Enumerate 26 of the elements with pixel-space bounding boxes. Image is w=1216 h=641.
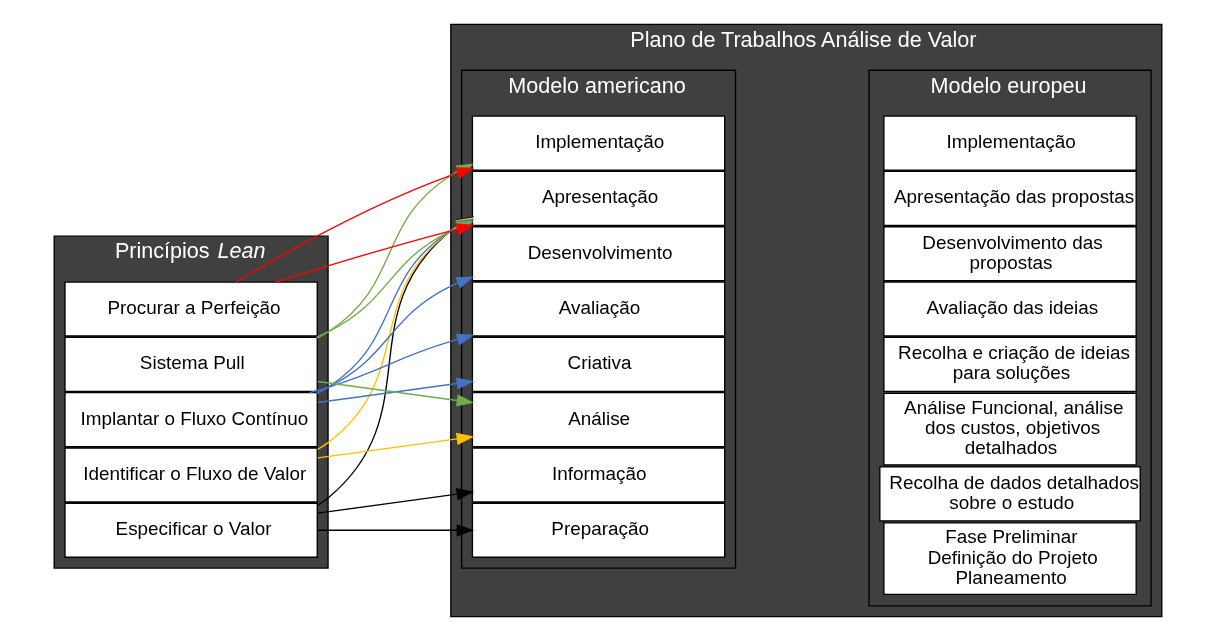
node-box: Informação	[471, 447, 726, 503]
node-box: Procurar a Perfeição	[64, 281, 318, 337]
node-box: Implementação	[471, 115, 726, 171]
node-box: Análise Funcional, análise dos custos, objetivos detalhados	[883, 392, 1137, 466]
node-box: Avaliação das ideias	[883, 281, 1137, 337]
node-box: Recolha e criação de ideias para soluções	[883, 336, 1137, 392]
node-box: Apresentação	[471, 170, 726, 227]
arrow	[308, 333, 475, 394]
node-box: Fase Preliminar Definição do Projeto Planeamento	[883, 522, 1137, 596]
node-box: Preparação	[471, 502, 726, 558]
node-box: Implantar o Fluxo Contínuo	[64, 392, 318, 448]
node-box: Avaliação	[471, 281, 726, 337]
node-box: Recolha de dados detalhados sobre o estudo	[879, 466, 1141, 522]
arrow	[315, 276, 474, 394]
node-box: Identificar o Fluxo de Valor	[64, 447, 318, 503]
arrow	[317, 432, 475, 459]
arrow	[317, 524, 475, 537]
node-box: Apresentação das propostas	[883, 170, 1137, 227]
node-box: Análise	[471, 392, 726, 448]
node-box: Criativa	[471, 336, 726, 392]
node-box: Sistema Pull	[64, 336, 318, 392]
node-box: Especificar o Valor	[64, 502, 318, 558]
node-box: Desenvolvimento	[471, 226, 726, 282]
node-box: Desenvolvimento das propostas	[883, 226, 1137, 282]
arrow	[317, 488, 475, 514]
node-box: Implementação	[883, 115, 1137, 171]
